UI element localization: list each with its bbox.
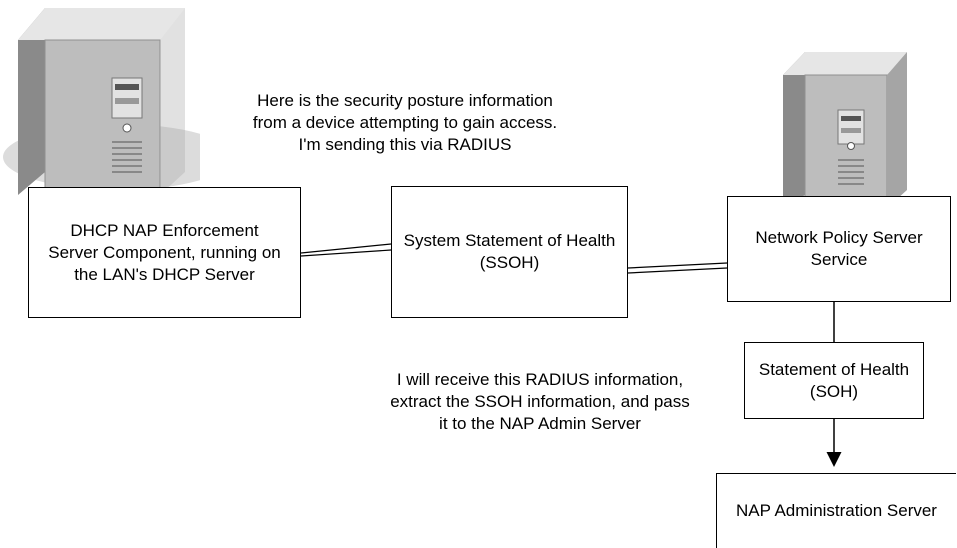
network-policy-server-label: Network Policy Server Service xyxy=(755,228,923,269)
nap-administration-server-label: NAP Administration Server xyxy=(736,501,937,520)
ssoh-to-nps-connector xyxy=(627,262,728,274)
network-policy-server-box: Network Policy Server Service xyxy=(727,196,951,302)
annotation-bottom: I will receive this RADIUS information, … xyxy=(390,370,690,433)
nap-administration-server-box: NAP Administration Server xyxy=(716,473,956,548)
ssoh-label: System Statement of Health (SSOH) xyxy=(403,231,616,272)
server-front xyxy=(44,39,161,196)
server-side xyxy=(18,8,45,195)
drive-bay xyxy=(837,109,865,145)
vent-lines xyxy=(838,159,864,185)
vent-lines xyxy=(112,141,142,173)
soh-label: Statement of Health (SOH) xyxy=(758,359,910,401)
right-server-icon xyxy=(783,52,907,209)
server-top xyxy=(783,52,907,75)
annotation-top: Here is the security posture information… xyxy=(252,91,558,154)
server-top xyxy=(18,8,185,40)
power-button xyxy=(122,123,132,133)
left-server-icon xyxy=(3,8,200,196)
dhcp-nap-enforcement-box: DHCP NAP Enforcement Server Component, r… xyxy=(28,187,301,318)
power-button xyxy=(847,142,855,150)
dhcp-nap-enforcement-label: DHCP NAP Enforcement Server Component, r… xyxy=(48,220,281,284)
ssoh-box: System Statement of Health (SSOH) xyxy=(391,186,628,318)
server-side xyxy=(783,52,805,208)
dhcp-to-ssoh-connector xyxy=(300,243,392,257)
soh-box: Statement of Health (SOH) xyxy=(744,342,924,419)
